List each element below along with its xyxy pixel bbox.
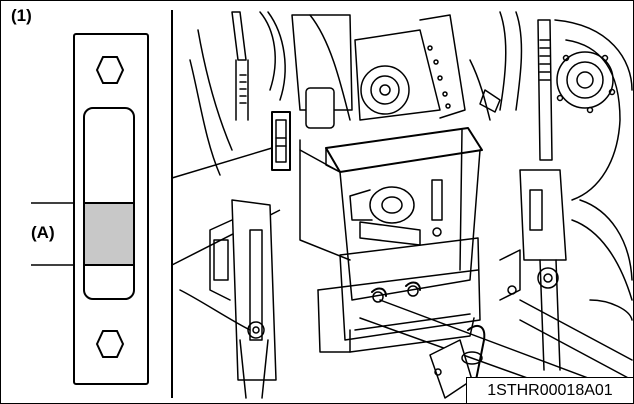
oil-level-band bbox=[85, 203, 133, 265]
right-lift-rod bbox=[479, 11, 567, 371]
rear-wheel-hub bbox=[554, 19, 633, 301]
pto-shaft bbox=[349, 186, 421, 246]
right-lower-link bbox=[519, 299, 633, 381]
panel-label: (1) bbox=[11, 6, 32, 25]
level-range-label: (A) bbox=[31, 223, 55, 242]
tractor-rear-illustration bbox=[179, 11, 633, 404]
oil-sight-gauge bbox=[31, 33, 149, 385]
bottom-hex-bolt-icon bbox=[95, 330, 125, 358]
left-lift-rod bbox=[189, 11, 249, 176]
left-lower-link bbox=[179, 199, 277, 399]
control-cables bbox=[259, 11, 491, 121]
top-hex-bolt-icon bbox=[95, 56, 125, 84]
pto-shield bbox=[299, 127, 483, 301]
image-code: 1STHR00018A01 bbox=[466, 377, 633, 403]
machine-sight-gauge bbox=[271, 111, 291, 171]
center-housing bbox=[291, 14, 466, 129]
